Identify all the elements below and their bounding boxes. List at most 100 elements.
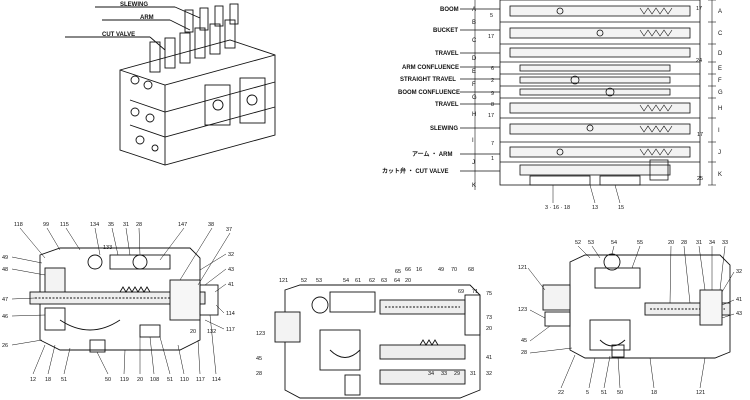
label-boom: BOOM xyxy=(440,7,459,13)
br-part-32: 32 xyxy=(736,269,742,275)
bm-part-64: 64 xyxy=(394,278,400,284)
bm-part-32: 32 xyxy=(486,371,492,377)
assembly-labels: SLEWING ARM CUT VALVE xyxy=(102,2,154,38)
bm-part-121: 121 xyxy=(279,278,288,284)
valve-label-leaders xyxy=(460,8,500,172)
section-b: B xyxy=(472,20,476,26)
section-c-right: C xyxy=(718,31,723,37)
bl-part-18: 18 xyxy=(45,377,51,383)
br-part-33: 33 xyxy=(722,240,728,246)
bm-part-73: 73 xyxy=(486,315,492,321)
bm-part-71: 71 xyxy=(472,289,478,295)
br-part-55: 55 xyxy=(637,240,643,246)
section-f-right: F xyxy=(718,78,722,84)
bl-part-28: 28 xyxy=(136,222,142,228)
section-a-right: A xyxy=(718,9,722,15)
bm-part-45: 45 xyxy=(256,356,262,362)
bl-part-117b: 117 xyxy=(196,377,205,383)
label-cut-valve: CUT VALVE xyxy=(102,32,135,38)
bl-part-31: 31 xyxy=(123,222,129,228)
section-k: K xyxy=(472,183,476,189)
sectional-valve-body xyxy=(499,0,701,186)
bm-part-28: 28 xyxy=(256,371,262,377)
br-part-50: 50 xyxy=(617,390,623,396)
bl-part-134: 134 xyxy=(90,222,99,228)
bm-part-41: 41 xyxy=(486,355,492,361)
br-part-31: 31 xyxy=(696,240,702,246)
br-part-121: 121 xyxy=(518,265,527,271)
section-h: H xyxy=(472,112,476,118)
section-left-leaders xyxy=(11,227,231,375)
part-15: 15 xyxy=(618,205,624,211)
part-2: 2 xyxy=(491,78,494,84)
section-right-labels: 52 53 54 55 20 28 31 34 33 121 123 45 28… xyxy=(518,240,742,396)
bl-part-32: 32 xyxy=(228,252,234,258)
bm-part-20: 20 xyxy=(405,278,411,284)
section-a: A xyxy=(472,7,476,13)
br-part-28: 28 xyxy=(521,350,527,356)
bm-part-31: 31 xyxy=(470,371,476,377)
section-i-right: I xyxy=(718,128,720,134)
section-view-middle xyxy=(274,284,481,399)
bl-part-49: 49 xyxy=(2,255,8,261)
bl-part-35: 35 xyxy=(108,222,114,228)
section-dimension xyxy=(708,0,716,186)
section-j: J xyxy=(472,160,475,166)
bm-part-62: 62 xyxy=(369,278,375,284)
part-5: 5 xyxy=(490,13,493,19)
bm-part-29: 29 xyxy=(454,371,460,377)
bl-part-114b: 114 xyxy=(212,377,221,383)
label-boom-confluence: BOOM CONFLUENCE xyxy=(398,90,460,96)
valve-function-labels: BOOM BUCKET TRAVEL ARM CONFLUENCE STRAIG… xyxy=(382,7,460,175)
br-part-34: 34 xyxy=(709,240,715,246)
bl-part-20b: 20 xyxy=(137,377,143,383)
bl-part-20: 20 xyxy=(190,329,196,335)
label-travel-2: TRAVEL xyxy=(435,102,459,108)
topright-leaders xyxy=(552,184,621,204)
bl-part-50: 50 xyxy=(105,377,111,383)
bl-part-51: 51 xyxy=(61,377,67,383)
bl-part-12: 12 xyxy=(30,377,36,383)
bl-part-48: 48 xyxy=(2,267,8,273)
bm-part-75: 75 xyxy=(486,291,492,297)
bm-part-68: 68 xyxy=(468,267,474,273)
section-view-right xyxy=(542,253,731,359)
section-marks-left: A B C D E F G H I J K xyxy=(472,7,477,189)
bl-part-117: 117 xyxy=(226,327,235,333)
bm-part-16: 16 xyxy=(416,267,422,273)
part-13: 13 xyxy=(592,205,598,211)
label-arm-confluence: ARM CONFLUENCE xyxy=(402,65,459,71)
bm-part-69: 69 xyxy=(458,289,464,295)
bl-part-108: 108 xyxy=(150,377,159,383)
part-3-16-18: 3 · 16 · 18 xyxy=(545,205,570,211)
bl-part-38: 38 xyxy=(208,222,214,228)
br-part-20: 20 xyxy=(668,240,674,246)
bm-part-20r: 20 xyxy=(486,326,492,332)
label-slewing: SLEWING xyxy=(430,126,458,132)
section-right-leaders xyxy=(527,245,735,389)
section-i: I xyxy=(472,138,474,144)
bm-part-52: 52 xyxy=(301,278,307,284)
bm-part-66: 66 xyxy=(405,267,411,273)
section-f: F xyxy=(472,82,476,88)
bm-part-65: 65 xyxy=(395,269,401,275)
br-part-54: 54 xyxy=(611,240,617,246)
bm-part-54: 54 xyxy=(343,278,349,284)
bl-part-46: 46 xyxy=(2,314,8,320)
spool-rows xyxy=(500,21,700,163)
section-e: E xyxy=(472,69,476,75)
bm-part-49: 49 xyxy=(438,267,444,273)
bl-part-119: 119 xyxy=(120,377,129,383)
section-left-labels: 118 99 115 134 35 31 28 147 38 37 133 49… xyxy=(2,222,235,383)
bm-part-53: 53 xyxy=(316,278,322,284)
bl-part-37: 37 xyxy=(226,227,232,233)
section-g: G xyxy=(472,95,477,101)
bl-part-43: 43 xyxy=(228,267,234,273)
bl-part-26: 26 xyxy=(2,343,8,349)
label-arm: ARM xyxy=(140,15,154,21)
br-part-51: 51 xyxy=(601,390,607,396)
label-arm-jp: アーム ・ ARM xyxy=(412,151,452,158)
bm-part-63: 63 xyxy=(381,278,387,284)
br-part-5: 5 xyxy=(586,390,589,396)
